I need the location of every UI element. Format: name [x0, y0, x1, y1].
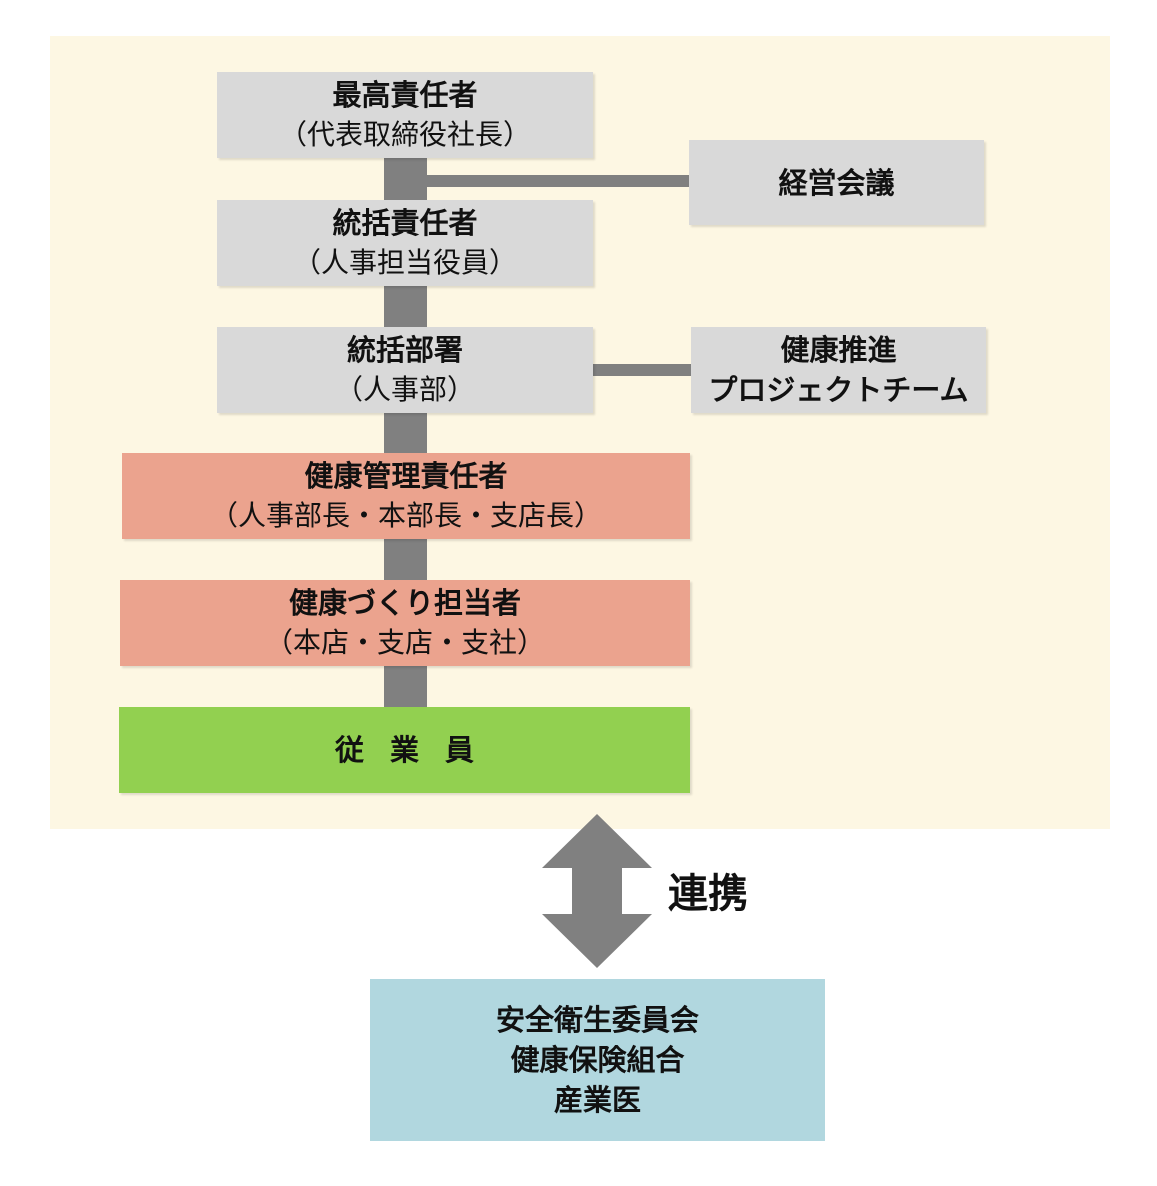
- general-department-subtitle: （人事部）: [334, 373, 475, 406]
- general-department-title: 統括部署: [346, 333, 463, 367]
- employees-title: 従業員: [334, 733, 500, 767]
- connector-to-management-meeting: [427, 175, 691, 187]
- health-project-team-line2: プロジェクトチーム: [708, 373, 969, 407]
- health-project-team-box: 健康推進 プロジェクトチーム: [691, 327, 986, 413]
- double-vertical-arrow-icon: [542, 814, 652, 968]
- management-meeting-title: 経営会議: [778, 165, 895, 200]
- general-manager-title: 統括責任者: [332, 206, 478, 240]
- health-staff-box: 健康づくり担当者 （本店・支店・支社）: [120, 580, 690, 666]
- partners-line2: 健康保険組合: [510, 1043, 685, 1077]
- partners-line1: 安全衛生委員会: [495, 1003, 699, 1037]
- health-manager-title: 健康管理責任者: [304, 459, 508, 493]
- employees-box: 従業員: [119, 707, 690, 793]
- top-executive-title: 最高責任者: [332, 78, 478, 112]
- general-manager-subtitle: （人事担当役員）: [292, 246, 517, 279]
- health-project-team-line1: 健康推進: [780, 333, 897, 367]
- health-staff-subtitle: （本店・支店・支社）: [264, 626, 545, 659]
- general-manager-box: 統括責任者 （人事担当役員）: [217, 200, 593, 286]
- general-department-box: 統括部署 （人事部）: [217, 327, 593, 413]
- health-staff-title: 健康づくり担当者: [288, 586, 521, 620]
- partners-line3: 産業医: [553, 1083, 641, 1117]
- partners-box: 安全衛生委員会 健康保険組合 産業医: [370, 979, 825, 1141]
- health-manager-subtitle: （人事部長・本部長・支店長）: [209, 499, 602, 532]
- management-meeting-box: 経営会議: [689, 140, 984, 225]
- health-manager-box: 健康管理責任者 （人事部長・本部長・支店長）: [122, 453, 690, 539]
- top-executive-box: 最高責任者 （代表取締役社長）: [217, 72, 593, 158]
- arrow-shape: [542, 814, 652, 968]
- top-executive-subtitle: （代表取締役社長）: [278, 118, 531, 151]
- link-label: 連携: [668, 871, 748, 917]
- connector-to-project-team: [593, 364, 691, 376]
